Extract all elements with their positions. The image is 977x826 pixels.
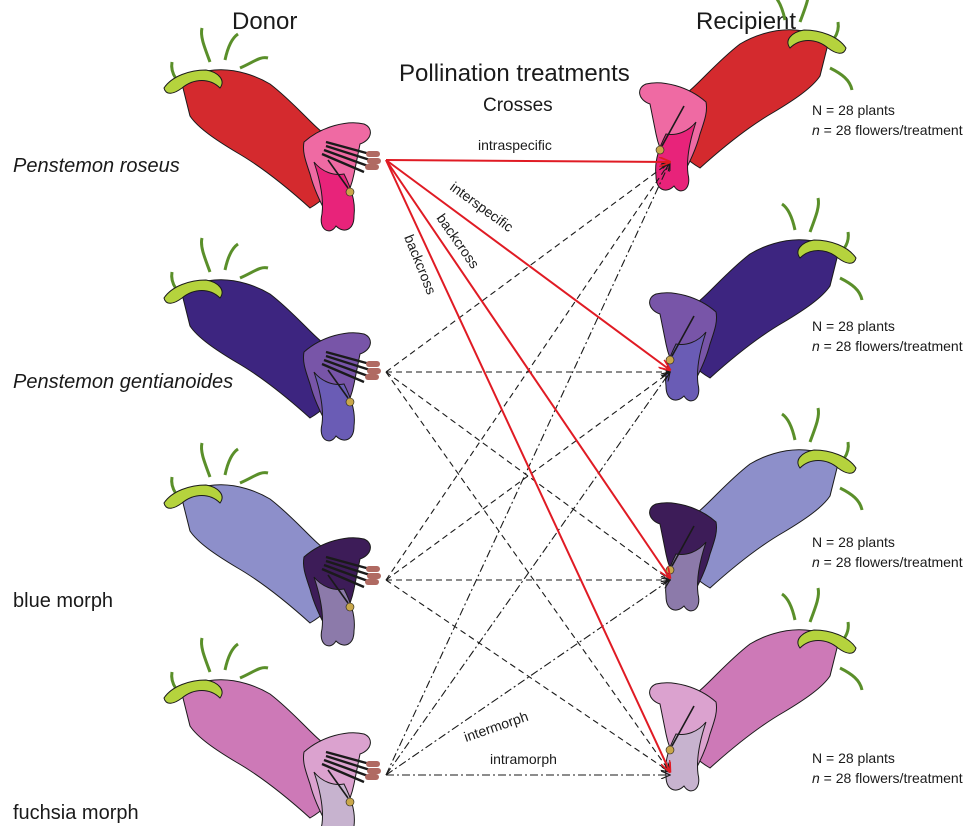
label-intramorph: intramorph <box>490 751 557 767</box>
donor-flower-gentianoides <box>164 238 381 441</box>
label-intraspecific: intraspecific <box>478 137 552 153</box>
cross-line <box>386 162 670 580</box>
backcross-arrow-fuchsia <box>386 160 670 772</box>
recipient-flower-fuchsia-morph <box>650 588 862 791</box>
recipient-flower-gentianoides <box>650 198 862 401</box>
donor-flower-blue-morph <box>164 443 381 646</box>
backcross-arrow-blue <box>386 160 670 578</box>
donor-flower-roseus <box>164 28 381 231</box>
recipient-flower-blue-morph <box>650 408 862 611</box>
recipient-flower-roseus <box>640 0 852 191</box>
label-intermorph: intermorph <box>462 708 530 745</box>
roseus-crosses <box>386 160 670 772</box>
donor-flower-fuchsia-morph <box>164 638 381 826</box>
intraspecific-arrow <box>386 160 670 162</box>
